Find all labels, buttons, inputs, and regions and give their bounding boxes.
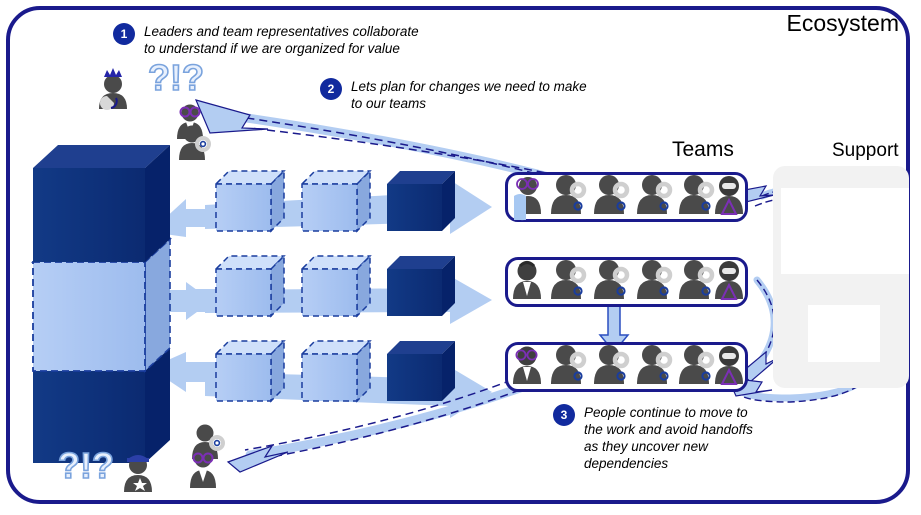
- person-glasses-suit-icon: [513, 346, 541, 384]
- callout-2-text: Lets plan for changes we need to make to…: [351, 79, 587, 111]
- cube-row2-light-2: [300, 254, 372, 318]
- callout-3: 3 People continue to move to the work an…: [553, 404, 753, 472]
- person-gear-icon: [679, 175, 715, 214]
- person-goggles-icon: [715, 176, 743, 215]
- person-gear-icon: [551, 175, 587, 214]
- person-blue-lead-icon: [514, 177, 541, 221]
- person-gear-icon: [637, 260, 673, 299]
- person-gear-icon: [551, 345, 587, 384]
- feedback-arrow-bottom: [226, 379, 525, 473]
- callout-1-text: Leaders and team representatives collabo…: [144, 24, 419, 56]
- person-gear-icon: [679, 345, 715, 384]
- bridge-card: [808, 305, 880, 362]
- svg-text:?!?: ?!?: [58, 445, 114, 486]
- cube-row2-dark: [387, 256, 455, 316]
- actor-rep-gear-top: [179, 125, 211, 160]
- person-goggles-icon: [715, 346, 743, 385]
- callout-1-badge: 1: [113, 23, 135, 45]
- cube-row1-light-2: [300, 169, 372, 233]
- team-row-3-members: [513, 345, 743, 385]
- team-row-1-members: [514, 175, 743, 221]
- team-row-2-members: [513, 260, 743, 300]
- stack-block-top: [33, 145, 170, 262]
- callout-1: 1 Leaders and team representatives colla…: [113, 23, 419, 57]
- person-gear-icon: [679, 260, 715, 299]
- cube-row2-light-1: [214, 254, 286, 318]
- question-marks-bottom: ?!?: [57, 444, 115, 487]
- cube-row3-light-1: [214, 339, 286, 403]
- person-gear-icon: [637, 345, 673, 384]
- actor-cap-star-person: [124, 455, 152, 492]
- person-gear-icon: [594, 345, 630, 384]
- callout-3-badge: 3: [553, 404, 575, 426]
- cube-row1-light-1: [214, 169, 286, 233]
- cube-row3-light-2: [300, 339, 372, 403]
- actor-crown-person: [99, 68, 127, 110]
- person-gear-icon: [594, 260, 630, 299]
- page-title: Ecosystem: [786, 10, 899, 36]
- feedback-arrow-top: [194, 99, 571, 185]
- person-gear-icon: [551, 260, 587, 299]
- callout-3-text: People continue to move to the work and …: [584, 405, 753, 471]
- callout-2: 2 Lets plan for changes we need to make …: [320, 78, 587, 112]
- support-heading: Support: [832, 140, 899, 161]
- person-gear-icon: [594, 175, 630, 214]
- cube-row1-dark: [387, 171, 455, 231]
- callout-2-badge: 2: [320, 78, 342, 100]
- cube-row3-dark: [387, 341, 455, 401]
- actor-rep-glasses-bottom: [190, 450, 216, 488]
- person-suit-icon: [513, 261, 541, 299]
- person-gear-icon: [637, 175, 673, 214]
- question-marks-top: ?!?: [147, 56, 205, 99]
- svg-text:?!?: ?!?: [148, 57, 204, 98]
- teams-heading: Teams: [672, 138, 734, 161]
- fish-tank-card: [781, 188, 909, 274]
- person-goggles-icon: [715, 261, 743, 300]
